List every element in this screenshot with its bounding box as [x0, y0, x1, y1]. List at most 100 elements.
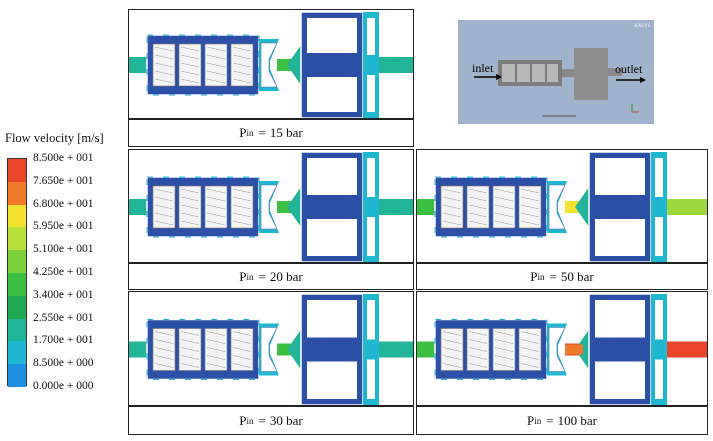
diffuser: [575, 187, 589, 227]
valve-piston: [309, 195, 359, 219]
filter-element-4: [547, 64, 558, 82]
filter-mesh-line: [154, 363, 174, 368]
caption-p: P: [239, 125, 247, 140]
valve-cavity-top: [307, 300, 357, 338]
filter-mesh-line: [180, 70, 200, 76]
filter-mesh-line: [232, 212, 252, 218]
filter-mesh-line: [206, 70, 226, 76]
legend-label: 1.700e + 001: [33, 334, 94, 347]
outlet-stem-cavity-top: [367, 18, 375, 55]
filter-mesh-line: [180, 339, 200, 344]
filter-mesh-line: [442, 355, 462, 360]
flow-field-15bar: [129, 11, 413, 118]
filter-mesh-line: [442, 347, 462, 352]
legend-title: Flow velocity [m/s]: [5, 131, 104, 145]
legend-swatch: [8, 159, 26, 182]
outlet-pipe: [379, 199, 413, 215]
filter-mesh-line: [520, 212, 540, 218]
ansys-logo: ANSYS: [634, 24, 651, 29]
filter-mesh-line: [180, 196, 200, 202]
filter-mesh-line: [520, 355, 540, 360]
filter-mesh-line: [468, 355, 488, 360]
filter-mesh-line: [232, 54, 252, 60]
filter-mesh-line: [232, 46, 252, 52]
model-inset: inlet outlet ANSYS: [458, 20, 654, 124]
filter-mesh-line: [154, 54, 174, 60]
caption-p: P: [239, 412, 247, 428]
caption-p: P: [239, 268, 247, 284]
outlet-pipe: [379, 341, 413, 358]
caption-value: 30 bar: [269, 412, 303, 428]
caption-eq: =: [549, 268, 557, 284]
filter-mesh-line: [154, 220, 174, 226]
sim-panel-100bar: [416, 291, 708, 406]
filter-mesh-line: [232, 363, 252, 368]
filter-mesh-line: [442, 204, 462, 210]
caption-value: 15 bar: [269, 125, 303, 140]
outlet-stem-cavity-bottom: [367, 75, 375, 112]
caption-sub: in: [246, 128, 254, 138]
caption-p: P: [527, 412, 535, 428]
filter-mesh-line: [180, 46, 200, 52]
model-geometry: [474, 48, 646, 117]
filter-mesh-line: [154, 347, 174, 352]
nozzle-insert: [260, 327, 278, 372]
filter-mesh-line: [232, 196, 252, 202]
filter-mesh-line: [180, 204, 200, 210]
nozzle-insert: [548, 327, 566, 372]
caption-sub: in: [537, 271, 545, 282]
valve-cavity-bottom: [307, 361, 357, 399]
filter-mesh-line: [206, 46, 226, 52]
inlet-label: inlet: [472, 61, 494, 75]
caption-value: 50 bar: [560, 268, 594, 284]
filter-mesh-line: [232, 78, 252, 84]
filter-mesh-line: [206, 78, 226, 84]
outlet-stem-cavity-top: [367, 158, 375, 197]
filter-mesh-line: [154, 212, 174, 218]
filter-mesh-line: [154, 62, 174, 68]
filter-mesh-line: [154, 46, 174, 52]
legend-label: 6.800e + 001: [33, 197, 94, 210]
outlet-stem-cavity-top: [655, 158, 663, 197]
sim-panel-30bar: [128, 291, 414, 406]
flow-field-100bar: [417, 293, 707, 405]
filter-mesh-line: [520, 363, 540, 368]
filter-mesh-line: [206, 188, 226, 194]
inlet-pipe: [417, 341, 437, 358]
filter-mesh-line: [180, 331, 200, 336]
filter-mesh-line: [494, 220, 514, 226]
caption-p: P: [530, 268, 538, 284]
filter-mesh-line: [494, 355, 514, 360]
valve-piston: [309, 53, 359, 77]
nozzle-insert: [548, 184, 566, 230]
outlet-stem-cavity-top: [367, 300, 375, 340]
legend-label: 4.250e + 001: [33, 266, 94, 278]
diffuser: [287, 45, 301, 85]
valve-piston: [597, 195, 647, 219]
filter-mesh-line: [232, 188, 252, 194]
filter-mesh-line: [520, 196, 540, 202]
filter-mesh-line: [520, 331, 540, 336]
filter-mesh-line: [154, 204, 174, 210]
outlet-pipe: [608, 68, 622, 76]
sim-panel-15bar: [128, 9, 414, 119]
filter-mesh-line: [206, 196, 226, 202]
inlet-pipe: [129, 341, 149, 358]
valve-piston: [597, 337, 647, 362]
outlet-stem-cavity-bottom: [367, 359, 375, 399]
filter-mesh-line: [180, 347, 200, 352]
filter-mesh-line: [468, 188, 488, 194]
legend-label: 2.550e + 001: [33, 311, 94, 324]
filter-chamber-flow: [434, 176, 548, 238]
legend-swatch: [8, 204, 26, 228]
filter-mesh-line: [206, 62, 226, 68]
filter-mesh-line: [494, 339, 514, 344]
outlet-label: outlet: [615, 62, 643, 76]
filter-mesh-line: [206, 355, 226, 360]
filter-mesh-line: [442, 188, 462, 194]
filter-mesh-line: [180, 54, 200, 60]
filter-mesh-line: [468, 196, 488, 202]
